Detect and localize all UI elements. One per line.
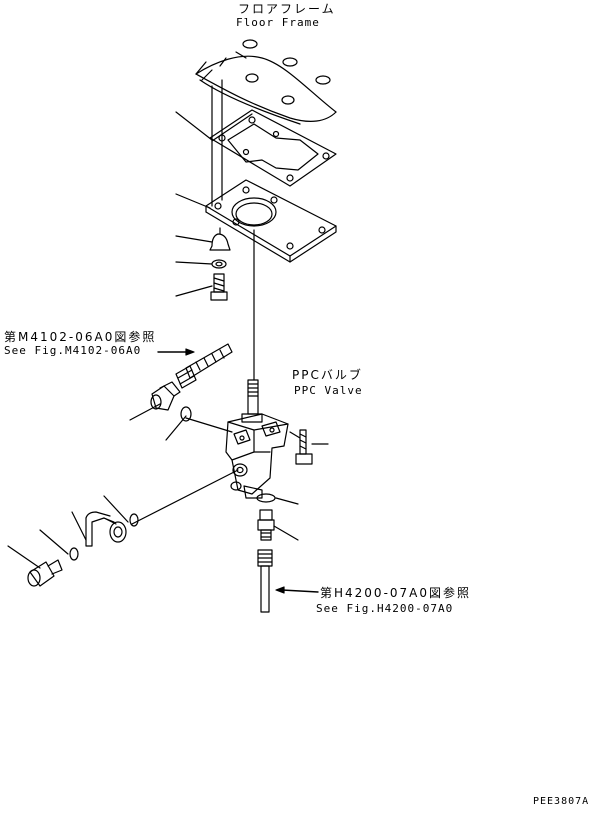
ref-top-label-jp: 第M4102-06A0図参照 [4, 330, 157, 344]
floor-frame [196, 40, 336, 124]
ref-top-label-en: See Fig.M4102-06A0 [4, 344, 142, 357]
ref-bottom-label-en: See Fig.H4200-07A0 [316, 602, 454, 615]
o-ring-left [130, 514, 138, 526]
o-ring-bottom [257, 494, 275, 502]
ppc-valve-body [226, 414, 288, 498]
mounting-plate [206, 180, 336, 262]
floor-frame-label-en: Floor Frame [236, 16, 320, 29]
floor-frame-label-jp: フロアフレーム [238, 2, 336, 16]
hose-bottom [258, 550, 318, 612]
ppc-valve-label-en: PPC Valve [294, 384, 363, 397]
ref-bottom-label-jp: 第H4200-07A0図参照 [320, 586, 472, 600]
valve-shaft [242, 380, 262, 422]
bolt-right [290, 430, 312, 464]
banjo-fitting [86, 512, 126, 546]
bolt-top [211, 274, 227, 300]
washer-left [70, 548, 78, 560]
rubber-plug [210, 228, 230, 250]
plug-bolt [28, 560, 62, 586]
o-ring [181, 407, 191, 421]
figure-code: PEE3807A [533, 796, 590, 807]
ppc-valve-label-jp: PPCバルブ [292, 368, 363, 382]
guide-lines [212, 80, 254, 380]
cover-plate [210, 110, 336, 186]
leader-lines [8, 112, 328, 568]
washer [212, 260, 226, 268]
elbow-fitting [151, 382, 180, 410]
hose-top [158, 344, 232, 388]
fitting-bottom [258, 510, 274, 540]
